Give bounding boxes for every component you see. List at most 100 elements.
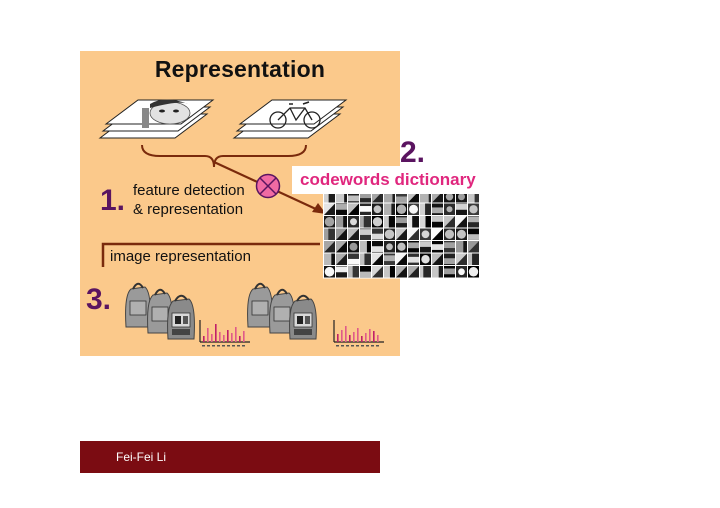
codeword-patch: [360, 191, 371, 203]
histogram-bar: [223, 335, 225, 342]
histogram-bar: [341, 330, 343, 342]
codeword-patch: [456, 216, 467, 228]
codeword-patch: [384, 241, 395, 253]
histogram-bar: [211, 334, 213, 342]
histogram-axis-mark: [371, 345, 374, 347]
histogram-bar: [235, 327, 237, 342]
histogram-bar: [373, 331, 375, 342]
codeword-patch: [456, 191, 467, 203]
bicycle-image-stack-icon: [232, 99, 348, 139]
codeword-patch: [468, 216, 479, 228]
codeword-patch: [324, 241, 335, 253]
histogram-bar: [207, 328, 209, 342]
codeword-patch: [420, 216, 431, 228]
representation-label: & representation: [133, 201, 244, 218]
codeword-patch: [336, 253, 347, 265]
histogram-axis-mark: [207, 345, 210, 347]
codeword-patch: [456, 241, 467, 253]
codeword-patch: [396, 228, 407, 240]
codeword-patch: [372, 203, 383, 215]
codeword-patch: [432, 241, 443, 253]
histogram-icon: [333, 320, 384, 347]
histogram-bar: [337, 334, 339, 342]
codeword-patch-grid-icon: [323, 190, 480, 279]
codeword-patch: [408, 266, 419, 278]
codeword-patch: [336, 241, 347, 253]
codeword-patch: [372, 228, 383, 240]
codeword-patch: [468, 228, 479, 240]
codeword-patch: [360, 241, 371, 253]
codeword-patch: [384, 253, 395, 265]
histogram-axis-mark: [212, 345, 215, 347]
backpack-icon: [125, 282, 195, 340]
codeword-patch: [432, 216, 443, 228]
backpack-icon: [247, 282, 317, 340]
codeword-patch: [408, 216, 419, 228]
footer-bar: Fei-Fei Li: [80, 441, 380, 473]
codeword-patch: [444, 228, 455, 240]
codeword-patch: [456, 253, 467, 265]
codeword-patch: [396, 253, 407, 265]
codeword-patch: [384, 266, 395, 278]
codeword-patch: [468, 266, 479, 278]
codeword-patch: [348, 253, 359, 265]
histogram-bar: [357, 328, 359, 342]
codeword-patch: [420, 203, 431, 215]
codeword-patch: [324, 266, 335, 278]
histogram-bar: [377, 335, 379, 342]
grouping-brace: [141, 144, 307, 168]
codeword-patch: [396, 241, 407, 253]
codeword-patch: [348, 216, 359, 228]
codeword-patch: [420, 266, 431, 278]
cross-circle-icon: [255, 173, 281, 199]
codeword-patch: [468, 191, 479, 203]
histogram-bar: [203, 336, 205, 342]
codeword-patch: [432, 266, 443, 278]
codeword-patch: [408, 228, 419, 240]
histogram-axis-mark: [341, 345, 344, 347]
codeword-patch: [384, 228, 395, 240]
codeword-patch: [444, 253, 455, 265]
codeword-patch: [384, 203, 395, 215]
image-representation-label: image representation: [110, 248, 251, 265]
histogram-axis-mark: [232, 345, 235, 347]
codeword-patch: [468, 203, 479, 215]
codeword-patch: [444, 203, 455, 215]
histogram-axis-mark: [346, 345, 349, 347]
codeword-patch: [336, 216, 347, 228]
step-number-2: 2.: [400, 136, 426, 169]
face-image-stack-icon: [98, 99, 215, 139]
histogram-axis-mark: [217, 345, 220, 347]
codeword-patch: [360, 216, 371, 228]
codeword-patch: [420, 228, 431, 240]
step-number-1: 1.: [100, 184, 126, 217]
codeword-patch: [384, 191, 395, 203]
histogram-axis-mark: [222, 345, 225, 347]
histogram-axis-mark: [351, 345, 354, 347]
codeword-patch: [468, 241, 479, 253]
histogram-axis-mark: [356, 345, 359, 347]
codeword-patch: [420, 241, 431, 253]
histogram-axis-mark: [376, 345, 379, 347]
image-representation-bracket: [101, 242, 320, 267]
histogram-axis-mark: [242, 345, 245, 347]
histogram-bar: [243, 331, 245, 342]
histogram-axis-mark: [366, 345, 369, 347]
codeword-patch: [324, 203, 335, 215]
histogram-bar: [345, 326, 347, 342]
codeword-patch: [456, 228, 467, 240]
codeword-patch: [372, 266, 383, 278]
step-number-3: 3.: [86, 283, 112, 316]
codeword-patch: [444, 191, 455, 203]
codeword-patch: [444, 216, 455, 228]
codeword-patch: [396, 266, 407, 278]
codeword-patch: [348, 241, 359, 253]
codeword-patch: [456, 266, 467, 278]
codeword-patch: [324, 216, 335, 228]
codeword-patch: [396, 216, 407, 228]
codeword-patch: [336, 228, 347, 240]
codeword-patch: [348, 266, 359, 278]
histogram-bar: [369, 329, 371, 342]
histogram-axis-mark: [361, 345, 364, 347]
